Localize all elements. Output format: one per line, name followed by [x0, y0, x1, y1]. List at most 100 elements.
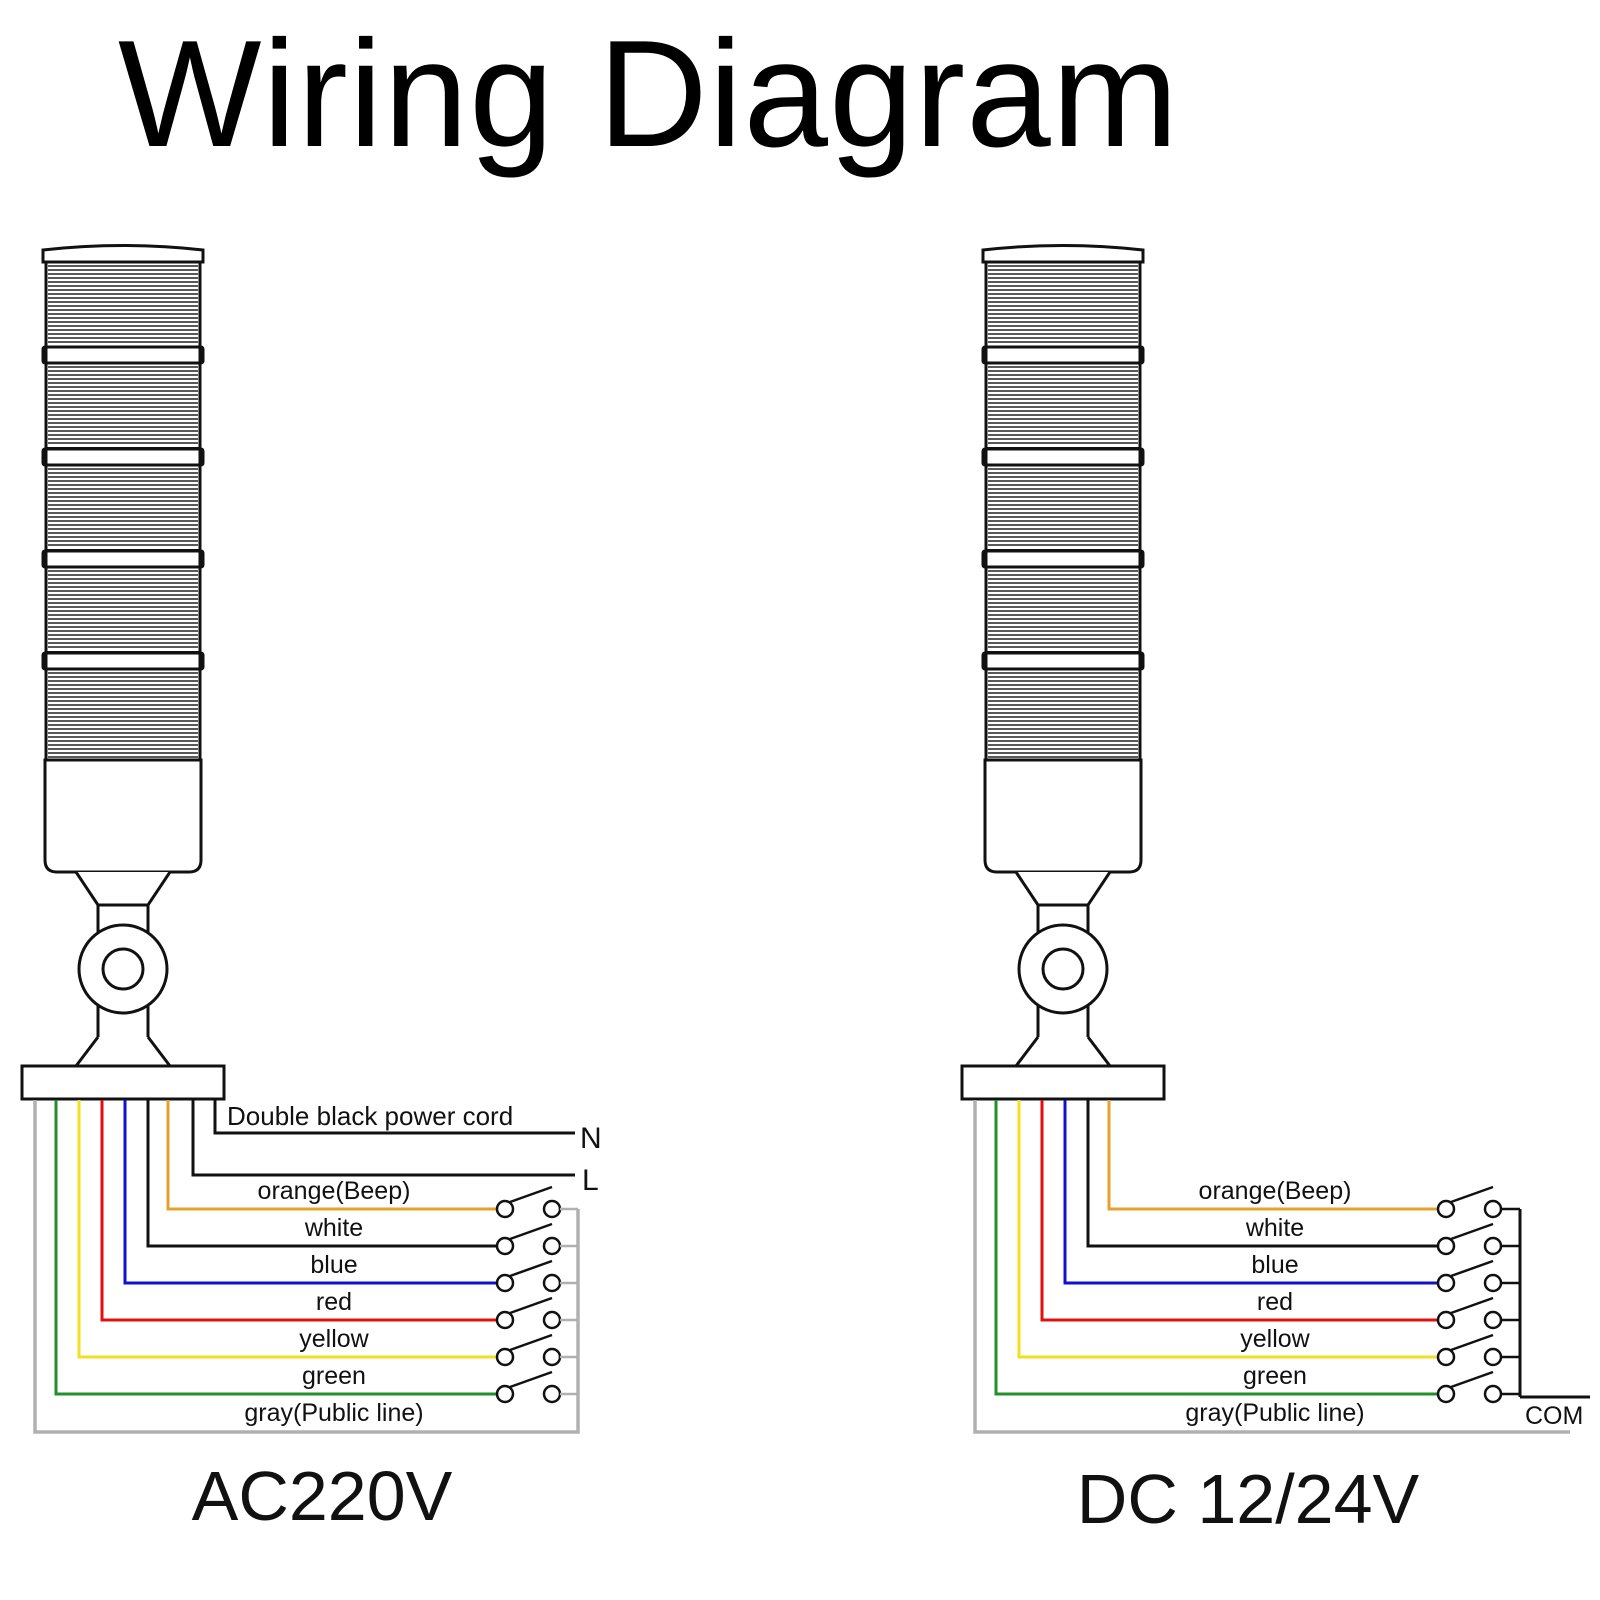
switch-contact — [495, 1347, 515, 1367]
switch-blade — [1450, 1259, 1494, 1278]
tower-section-4 — [45, 566, 201, 653]
switch-contact — [1483, 1347, 1503, 1367]
tower-ring-4 — [41, 651, 205, 671]
power-cord-label: Double black power cord — [227, 1101, 513, 1131]
wire-red — [1040, 1100, 1437, 1322]
tower-section-5 — [45, 668, 201, 761]
switch-contact — [1483, 1384, 1503, 1404]
switch-contact — [1483, 1310, 1503, 1330]
wire-green — [994, 1100, 1437, 1396]
tower-ring-1 — [981, 345, 1145, 365]
wires-right — [973, 1100, 1590, 1434]
tower-ring-4 — [981, 651, 1145, 671]
com-bus — [1518, 1209, 1590, 1399]
wire-label-red: red — [316, 1288, 352, 1316]
n-terminal-label: N — [580, 1122, 602, 1155]
tower-section-1 — [45, 261, 201, 348]
switch-blade — [1450, 1222, 1494, 1241]
switch-contact — [1436, 1310, 1456, 1330]
tower-section-3 — [985, 464, 1141, 551]
wire-red — [100, 1100, 496, 1322]
switch-contact — [1436, 1273, 1456, 1293]
tower-ring-3 — [981, 549, 1145, 569]
wire-label-blue: blue — [1251, 1251, 1298, 1279]
tower-cap — [41, 244, 205, 264]
tower-ring-1 — [41, 345, 205, 365]
wire-label-green: green — [302, 1362, 366, 1390]
wire-label-blue: blue — [310, 1251, 357, 1279]
switch-contact — [1483, 1199, 1503, 1219]
wire-blue — [123, 1100, 496, 1285]
switch-contact — [542, 1384, 562, 1404]
com-label: COM — [1525, 1402, 1583, 1430]
switch-blade — [509, 1222, 553, 1241]
switch-contact — [542, 1236, 562, 1256]
tower-ring-3 — [41, 549, 205, 569]
wire-label-red: red — [1257, 1288, 1293, 1316]
switch-contact — [1436, 1347, 1456, 1367]
dc12-24v-panel: orange(Beep) white blue red yellow green… — [960, 244, 1590, 1538]
wire-label-gray: gray(Public line) — [1185, 1399, 1364, 1427]
switch-contact — [495, 1199, 515, 1219]
tower-base-housing — [43, 758, 203, 874]
tower-neck-upper — [74, 871, 172, 907]
switch-blade — [509, 1185, 553, 1204]
wires-left — [33, 1100, 580, 1434]
switch-blade — [1450, 1185, 1494, 1204]
switch-blade — [1450, 1370, 1494, 1389]
power-cord-n — [213, 1100, 575, 1135]
wire-label-gray: gray(Public line) — [244, 1399, 423, 1427]
voltage-label-dc: DC 12/24V — [1077, 1460, 1420, 1538]
switch-contact — [1436, 1384, 1456, 1404]
wire-white — [1086, 1100, 1437, 1248]
tower-base-housing — [983, 758, 1143, 874]
wire-gray-public-line — [973, 1100, 1570, 1434]
wire-yellow — [1017, 1100, 1437, 1359]
switch-contact — [495, 1236, 515, 1256]
switch-contact — [542, 1273, 562, 1293]
hinge-bolt — [101, 947, 145, 991]
mounting-plate — [20, 1064, 226, 1101]
signal-tower-right — [960, 244, 1166, 1101]
switch-blade — [509, 1370, 553, 1389]
wire-label-yellow: yellow — [299, 1325, 369, 1353]
tower-ring-2 — [981, 447, 1145, 467]
l-terminal-label: L — [582, 1164, 599, 1197]
wire-label-yellow: yellow — [1240, 1325, 1310, 1353]
tower-cap — [981, 244, 1145, 264]
diagram-title: Wiring Diagram — [118, 9, 1180, 179]
switch-contact — [495, 1310, 515, 1330]
signal-tower-left — [20, 244, 226, 1101]
switch-contact — [542, 1199, 562, 1219]
switch-blade — [509, 1333, 553, 1352]
ac220v-panel: Double black power cord N L orange(Beep)… — [20, 244, 602, 1535]
tower-neck-upper — [1014, 871, 1112, 907]
tower-neck-lower — [1014, 1036, 1112, 1067]
switch-contact — [1436, 1236, 1456, 1256]
tower-section-3 — [45, 464, 201, 551]
wire-orange — [166, 1100, 496, 1211]
switch-contact — [495, 1273, 515, 1293]
switch-contact — [495, 1384, 515, 1404]
switch-contact — [1436, 1199, 1456, 1219]
wire-label-orange: orange(Beep) — [258, 1177, 411, 1205]
switch-blade — [1450, 1296, 1494, 1315]
wire-white — [146, 1100, 496, 1248]
tower-neck-lower — [74, 1036, 172, 1067]
tower-section-5 — [985, 668, 1141, 761]
wire-yellow — [77, 1100, 496, 1359]
switch-blade — [1450, 1333, 1494, 1352]
switch-contact — [1483, 1236, 1503, 1256]
switch-contact — [1483, 1273, 1503, 1293]
wire-gray-public-line — [33, 1100, 580, 1434]
hinge-bolt — [1041, 947, 1085, 991]
wire-orange — [1107, 1100, 1437, 1211]
switch-blade — [509, 1296, 553, 1315]
wire-label-green: green — [1243, 1362, 1307, 1390]
voltage-label-ac: AC220V — [192, 1457, 453, 1535]
switch-blade — [509, 1259, 553, 1278]
wire-label-white: white — [304, 1214, 363, 1242]
switch-contact — [542, 1347, 562, 1367]
tower-section-2 — [985, 362, 1141, 449]
